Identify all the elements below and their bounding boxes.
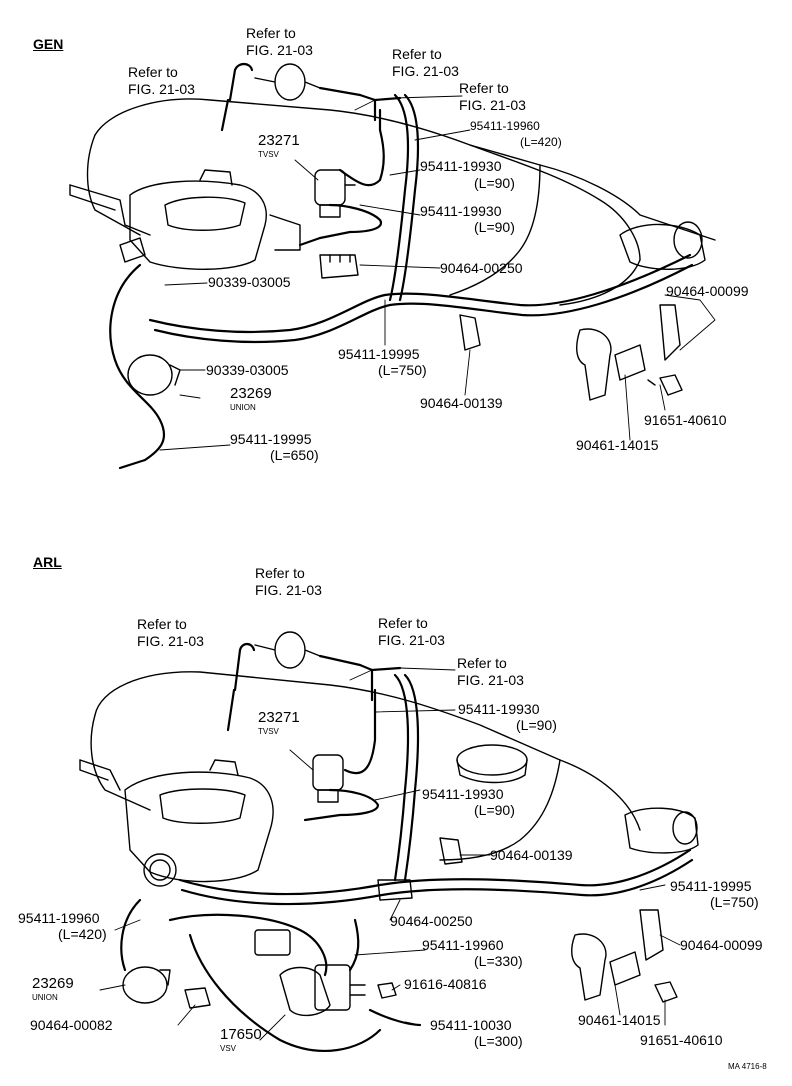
arl-refer-1-line1: Refer to (255, 565, 305, 581)
gen-air-cleaner-right (619, 221, 716, 270)
gen-refer-2-line2: FIG. 21-03 (392, 63, 459, 79)
gen-part-90339-03005a: 90339-03005 (208, 274, 291, 290)
arl-part-95411-19930b: 95411-19930 (422, 786, 504, 802)
gen-refer-1-line2: FIG. 21-03 (246, 42, 313, 58)
gen-carburetor (119, 169, 301, 270)
gen-part-95411-19930b: 95411-19930 (420, 203, 502, 219)
arl-tvsv-label: TVSV (258, 727, 279, 736)
arl-refer-4-line2: FIG. 21-03 (457, 672, 524, 688)
arl-refer-3-line2: FIG. 21-03 (378, 632, 445, 648)
gen-part-95411-19930a: 95411-19930 (420, 158, 502, 174)
arl-part-95411-10030: 95411-10030 (430, 1017, 512, 1033)
arl-part-91651-40610: 91651-40610 (640, 1032, 723, 1048)
gen-leader-lines (159, 95, 716, 451)
gen-refer-3-line2: FIG. 21-03 (128, 81, 195, 97)
arl-header: ARL (33, 554, 62, 570)
arl-part-90464-00250: 90464-00250 (390, 913, 473, 929)
arl-union (122, 966, 171, 1004)
gen-part-90339-03005b: 90339-03005 (206, 362, 289, 378)
gen-part-95411-19995a-len: (L=750) (378, 362, 427, 378)
arl-part-95411-19960a: 95411-19960 (18, 910, 100, 926)
arl-part-95411-19960b: 95411-19960 (422, 937, 504, 953)
gen-tvsv-label: TVSV (258, 150, 279, 159)
arl-tvsv-part: 23271 (258, 709, 300, 726)
gen-part-95411-19960-len: (L=420) (520, 135, 562, 149)
arl-union-part: 23269 (32, 975, 74, 992)
gen-bracket (576, 328, 683, 401)
gen-part-95411-19995a: 95411-19995 (338, 346, 420, 362)
arl-part-90464-00082: 90464-00082 (30, 1017, 113, 1033)
arl-part-95411-19960b-len: (L=330) (474, 953, 523, 969)
arl-bracket (571, 933, 678, 1003)
gen-refer-2-line1: Refer to (392, 46, 442, 62)
gen-engine-outline (69, 98, 701, 306)
arl-hoses (120, 642, 694, 1052)
arl-engine-outline (79, 671, 641, 861)
gen-part-95411-19995b-len: (L=650) (270, 447, 319, 463)
arl-part-90464-00139: 90464-00139 (490, 847, 573, 863)
gen-refer-4-line2: FIG. 21-03 (459, 97, 526, 113)
arl-vsv-part: 17650 (220, 1026, 262, 1043)
arl-union-label: UNION (32, 993, 58, 1002)
gen-hoses (109, 62, 694, 470)
arl-vsv-label: VSV (220, 1044, 237, 1053)
gen-part-90464-00099: 90464-00099 (666, 283, 749, 299)
footer-code: MA 4716-8 (728, 1062, 767, 1071)
arl-part-95411-19995: 95411-19995 (670, 878, 752, 894)
gen-union-part: 23269 (230, 385, 272, 402)
gen-refer-3-line1: Refer to (128, 64, 178, 80)
gen-part-95411-19960: 95411-19960 (470, 119, 540, 133)
arl-clips (184, 837, 664, 1009)
gen-hose-top (318, 86, 402, 122)
arl-part-95411-19930a: 95411-19930 (458, 701, 540, 717)
arl-part-95411-19930b-len: (L=90) (474, 802, 515, 818)
arl-part-91616-40816: 91616-40816 (404, 976, 487, 992)
gen-part-95411-19930b-len: (L=90) (474, 219, 515, 235)
arl-vsv (254, 929, 366, 1017)
gen-tvsv-part: 23271 (258, 132, 300, 149)
gen-part-90461-14015: 90461-14015 (576, 437, 659, 453)
gen-part-95411-19930a-len: (L=90) (474, 175, 515, 191)
arl-part-95411-19995-len: (L=750) (710, 894, 759, 910)
gen-tvsv (314, 169, 356, 218)
gen-union (127, 354, 181, 396)
arl-refer-1-line2: FIG. 21-03 (255, 582, 322, 598)
gen-header: GEN (33, 36, 64, 52)
gen-refer-4-line1: Refer to (459, 80, 509, 96)
arl-filter (254, 631, 321, 669)
gen-part-91651-40610: 91651-40610 (644, 412, 727, 428)
arl-refer-2-line2: FIG. 21-03 (137, 633, 204, 649)
arl-refer-3-line1: Refer to (378, 615, 428, 631)
gen-union-label: UNION (230, 403, 256, 412)
arl-part-95411-19930a-len: (L=90) (516, 717, 557, 733)
gen-part-90464-00139: 90464-00139 (420, 395, 503, 411)
arl-part-95411-19960a-len: (L=420) (58, 926, 107, 942)
gen-clips (319, 254, 681, 361)
arl-air-cleaner-right (624, 807, 699, 854)
gen-part-95411-19995b: 95411-19995 (230, 431, 312, 447)
gen-part-90464-00250: 90464-00250 (440, 260, 523, 276)
arl-leader-lines (99, 667, 681, 1041)
gen-filter (254, 63, 321, 101)
arl-part-90461-14015: 90461-14015 (578, 1012, 661, 1028)
arl-part-95411-10030-len: (L=300) (474, 1033, 523, 1049)
arl-part-90464-00099: 90464-00099 (680, 937, 763, 953)
arl-carburetor (124, 759, 274, 887)
gen-refer-1-line1: Refer to (246, 25, 296, 41)
arl-hose-top (318, 654, 402, 702)
arl-refer-2-line1: Refer to (137, 616, 187, 632)
arl-refer-4-line1: Refer to (457, 655, 507, 671)
arl-tvsv (312, 754, 344, 803)
